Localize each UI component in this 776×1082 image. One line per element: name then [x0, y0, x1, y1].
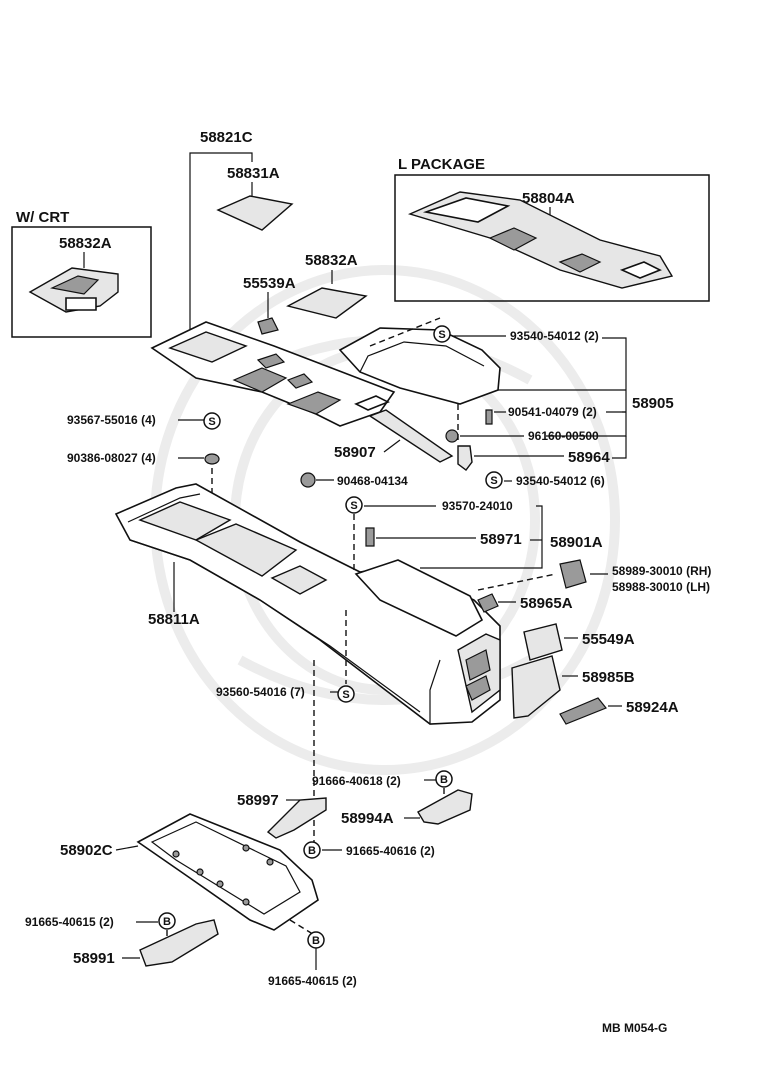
box-55549A: [523, 623, 563, 661]
label-93540-54012-2: 93540-54012 (2): [510, 329, 599, 343]
b-symbol: B: [307, 931, 325, 949]
label-91665-40615-a: 91665-40615 (2): [25, 915, 114, 929]
b-symbol: B: [303, 841, 321, 859]
label-91665-40616: 91665-40616 (2): [346, 844, 435, 858]
w-crt-title: W/ CRT: [16, 209, 69, 226]
s-symbol: S: [203, 412, 221, 430]
clip-96160: [445, 429, 459, 443]
label-93567-55016: 93567-55016 (4): [67, 413, 156, 427]
svg-text:B: B: [308, 845, 316, 857]
strip-58907: [368, 409, 454, 463]
label-58821C: 58821C: [200, 129, 253, 146]
label-90386-08027: 90386-08027 (4): [67, 451, 156, 465]
label-93540-54012-6: 93540-54012 (6): [516, 474, 605, 488]
label-58988-30010: 58988-30010 (LH): [612, 580, 710, 594]
label-58994A: 58994A: [341, 810, 394, 827]
svg-text:S: S: [438, 329, 445, 341]
label-91665-40615-b: 91665-40615 (2): [268, 974, 357, 988]
w-crt-box: [11, 226, 152, 338]
label-58964: 58964: [568, 449, 610, 466]
label-group-58821C: 58821C 58831A: [189, 129, 280, 330]
diagram-code: MB M054-G: [602, 1021, 667, 1035]
label-58905: 58905: [632, 395, 674, 412]
svg-text:B: B: [163, 916, 171, 928]
svg-text:B: B: [312, 935, 320, 947]
l-package-group: L PACKAGE 58804A: [394, 156, 710, 302]
bracket-58997: [266, 797, 327, 839]
label-93570-24010: 93570-24010: [442, 499, 513, 513]
svg-text:B: B: [440, 774, 448, 786]
armrest-lid-58905: [338, 327, 501, 405]
svg-text:S: S: [342, 689, 349, 701]
svg-text:S: S: [208, 416, 215, 428]
label-58985B: 58985B: [582, 669, 635, 686]
label-93560-54016: 93560-54016 (7): [216, 685, 305, 699]
clip-90468: [300, 472, 316, 488]
svg-text:S: S: [350, 500, 357, 512]
bracket-58994A: [417, 789, 473, 825]
console-body-58811A: [114, 483, 501, 725]
label-96160-00500: 96160-00500: [528, 429, 599, 443]
s-symbol: S: [337, 685, 355, 703]
label-58811A: 58811A: [148, 611, 200, 628]
screw-90541: [485, 409, 493, 425]
label-58901A: 58901A: [550, 534, 603, 551]
bezel-58924A: [559, 697, 607, 725]
nut-90386: [204, 453, 220, 465]
clip-58965A: [477, 593, 499, 613]
s-symbol: S: [345, 496, 363, 514]
frame-58902C: [136, 813, 319, 931]
lid-58832A: [286, 287, 368, 319]
group-58905: S 93540-54012 (2) 58905 90541-04079 (2) …: [433, 325, 674, 489]
label-55539A: 55539A: [243, 275, 296, 292]
label-90541-04079: 90541-04079 (2): [508, 405, 597, 419]
label-58989-30010: 58989-30010 (RH): [612, 564, 711, 578]
label-58804A: 58804A: [522, 190, 575, 207]
w-crt-group: W/ CRT 58832A: [11, 209, 152, 338]
s-symbol: S: [433, 325, 451, 343]
bolt-58971: [365, 527, 375, 547]
label-58831A: 58831A: [227, 165, 280, 182]
label-55549A: 55549A: [582, 631, 635, 648]
clip-55539A: [257, 317, 279, 335]
label-58997: 58997: [237, 792, 279, 809]
label-58907: 58907: [334, 444, 376, 461]
lid-58831A: [216, 195, 294, 231]
label-58902C: 58902C: [60, 842, 113, 859]
b-symbol: B: [435, 770, 453, 788]
label-58965A: 58965A: [520, 595, 573, 612]
s-symbol: S: [485, 471, 503, 489]
pad-58989: [559, 559, 587, 589]
l-package-box: [394, 174, 710, 302]
label-58971: 58971: [480, 531, 522, 548]
label-58832A: 58832A: [305, 252, 358, 269]
label-90468-04134: 90468-04134: [337, 474, 408, 488]
label-58832A-crt: 58832A: [59, 235, 112, 252]
label-91666-40618: 91666-40618 (2): [312, 774, 401, 788]
label-58991: 58991: [73, 950, 115, 967]
latch-58964: [457, 445, 473, 471]
label-58924A: 58924A: [626, 699, 679, 716]
l-package-title: L PACKAGE: [398, 156, 485, 173]
bracket-58991: [139, 919, 219, 967]
panel-58985B: [511, 655, 561, 719]
svg-text:S: S: [490, 475, 497, 487]
b-symbol: B: [158, 912, 176, 930]
